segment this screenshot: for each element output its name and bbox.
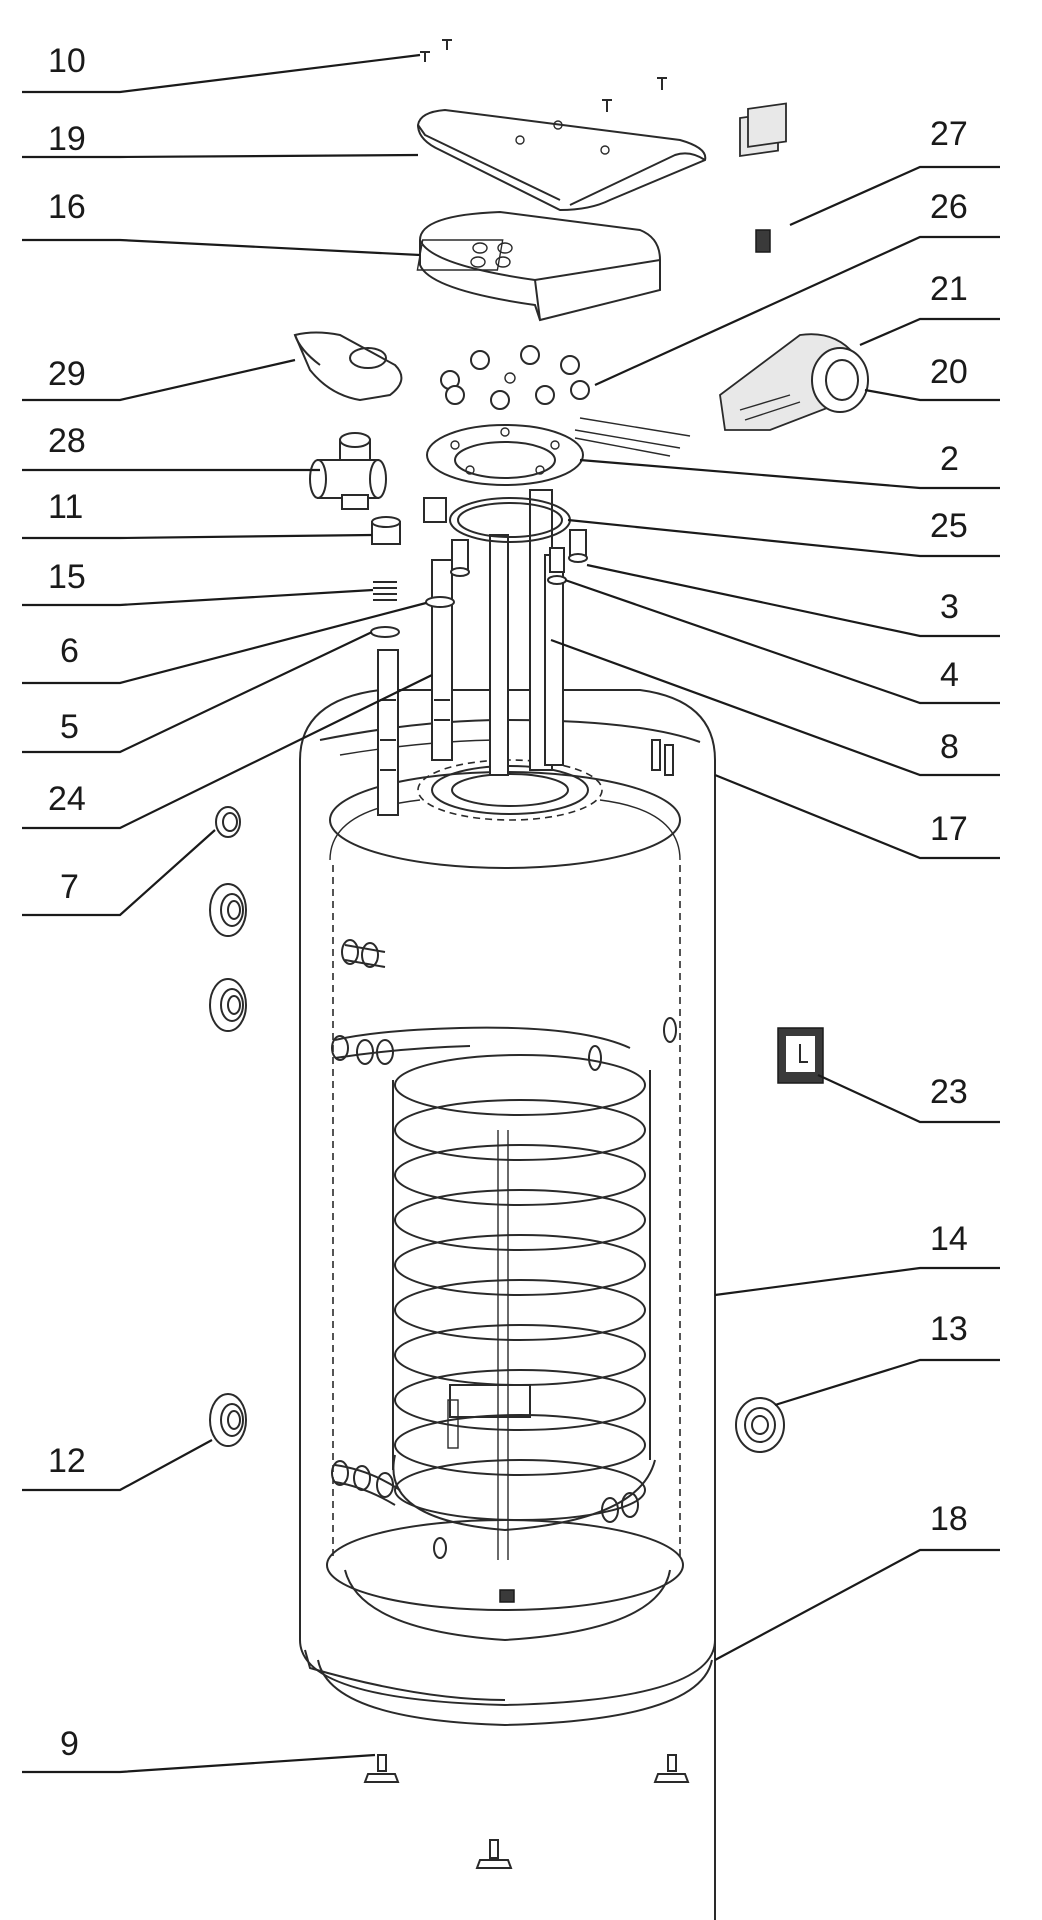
label-27: 27 <box>930 115 968 153</box>
label-23: 23 <box>930 1073 968 1111</box>
part-13-socket <box>735 1397 785 1453</box>
part-10-screws <box>420 39 667 112</box>
label-29: 29 <box>48 355 86 393</box>
label-8: 8 <box>940 728 959 766</box>
part-15-spring <box>373 581 397 601</box>
part-29-cover <box>293 331 403 402</box>
label-21: 21 <box>930 270 968 308</box>
label-24: 24 <box>48 780 86 818</box>
part-11-cap <box>371 497 447 545</box>
label-10: 10 <box>48 42 86 80</box>
tank-outer-casing <box>299 689 716 1920</box>
label-28: 28 <box>48 422 86 460</box>
label-16: 16 <box>48 188 86 226</box>
label-25: 25 <box>930 507 968 545</box>
part-9-feet <box>363 1754 690 1869</box>
part-3-4-8-fasteners <box>450 529 588 585</box>
label-20: 20 <box>930 353 968 391</box>
label-5: 5 <box>60 708 79 746</box>
label-13: 13 <box>930 1310 968 1348</box>
part-23-thermometer <box>777 1027 824 1084</box>
part-5-6-washers <box>370 596 455 638</box>
label-14: 14 <box>930 1220 968 1258</box>
label-9: 9 <box>60 1725 79 1763</box>
part-12-socket <box>209 1393 247 1447</box>
part-27-switch <box>739 102 787 253</box>
label-6: 6 <box>60 632 79 670</box>
inner-tank <box>326 759 684 1642</box>
part-28-valve <box>309 432 387 510</box>
internal-pipes <box>331 939 677 1603</box>
part-labels: 10 19 16 29 28 11 15 6 5 24 7 12 9 27 26… <box>48 42 968 1763</box>
heat-exchanger-coil <box>392 1054 656 1560</box>
part-26-nuts <box>440 345 590 410</box>
part-7-plug <box>215 806 241 838</box>
label-4: 4 <box>940 656 959 694</box>
label-19: 19 <box>48 120 86 158</box>
label-15: 15 <box>48 558 86 596</box>
leader-lines <box>22 53 1000 1774</box>
label-2: 2 <box>940 440 959 478</box>
part-2-flange <box>426 417 691 486</box>
label-7: 7 <box>60 868 79 906</box>
label-17: 17 <box>930 810 968 848</box>
label-18: 18 <box>930 1500 968 1538</box>
left-socket-upper <box>209 883 247 937</box>
label-12: 12 <box>48 1442 86 1480</box>
part-19-cover <box>416 108 707 212</box>
immersion-tubes <box>377 489 674 816</box>
part-16-lid <box>416 210 661 322</box>
left-socket-middle <box>209 978 247 1032</box>
part-20-21-handle <box>719 333 869 431</box>
label-3: 3 <box>940 588 959 626</box>
label-26: 26 <box>930 188 968 226</box>
label-11: 11 <box>48 488 83 526</box>
